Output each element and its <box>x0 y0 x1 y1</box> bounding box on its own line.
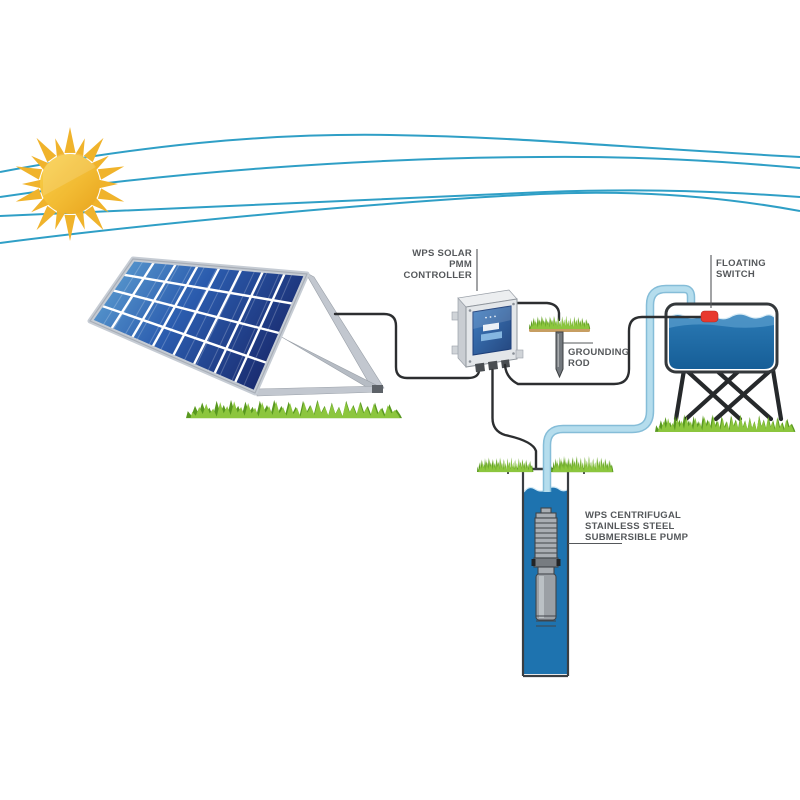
panel-grass <box>186 399 402 419</box>
pump-label-line3: SUBMERSIBLE PUMP <box>585 532 689 543</box>
pump-label: WPS CENTRIFUGAL STAINLESS STEEL SUBMERSI… <box>568 510 689 545</box>
well <box>507 467 585 678</box>
controller-box <box>451 289 524 373</box>
sun-icon <box>14 127 126 241</box>
grounding-label-line2: ROD <box>568 358 590 369</box>
floating-switch <box>700 310 719 323</box>
floating-label-line1: FLOATING <box>716 258 766 269</box>
controller-label: WPS SOLAR PMM CONTROLLER <box>404 248 478 291</box>
wire-controller-to-ground <box>515 301 561 322</box>
wire-panel-to-controller <box>333 312 481 380</box>
controller-screen <box>472 305 512 356</box>
controller-cable-glands <box>475 359 510 373</box>
solar-panel <box>87 256 310 396</box>
water-pipe <box>542 284 696 492</box>
floating-label-line2: SWITCH <box>716 269 755 280</box>
controller-label-line3: CONTROLLER <box>404 270 472 281</box>
tank-stand <box>673 367 784 422</box>
submersible-pump <box>531 507 561 627</box>
wire-controller-to-switch <box>503 315 702 386</box>
sky-line <box>0 189 800 217</box>
pump-label-line1: WPS CENTRIFUGAL <box>585 510 681 521</box>
grounding-rod <box>555 331 564 379</box>
wire-controller-to-pump <box>491 368 538 491</box>
well-grass-left <box>477 457 534 473</box>
well-grass-right <box>551 455 614 473</box>
pump-label-line2: STAINLESS STEEL <box>585 521 675 532</box>
controller-label-line1: WPS SOLAR <box>412 248 472 259</box>
controller-label-line2: PMM <box>449 259 472 270</box>
sky-line <box>0 155 800 198</box>
water-tank <box>664 302 779 374</box>
grounding-rod-assembly: GROUNDING ROD <box>529 315 629 379</box>
sky-line <box>0 133 800 173</box>
grounding-label-line1: GROUNDING <box>568 347 629 358</box>
sky-lines <box>0 133 800 244</box>
floating-switch-label: FLOATING SWITCH <box>710 255 766 308</box>
sky-line <box>0 191 800 244</box>
panel-stand <box>255 271 385 397</box>
